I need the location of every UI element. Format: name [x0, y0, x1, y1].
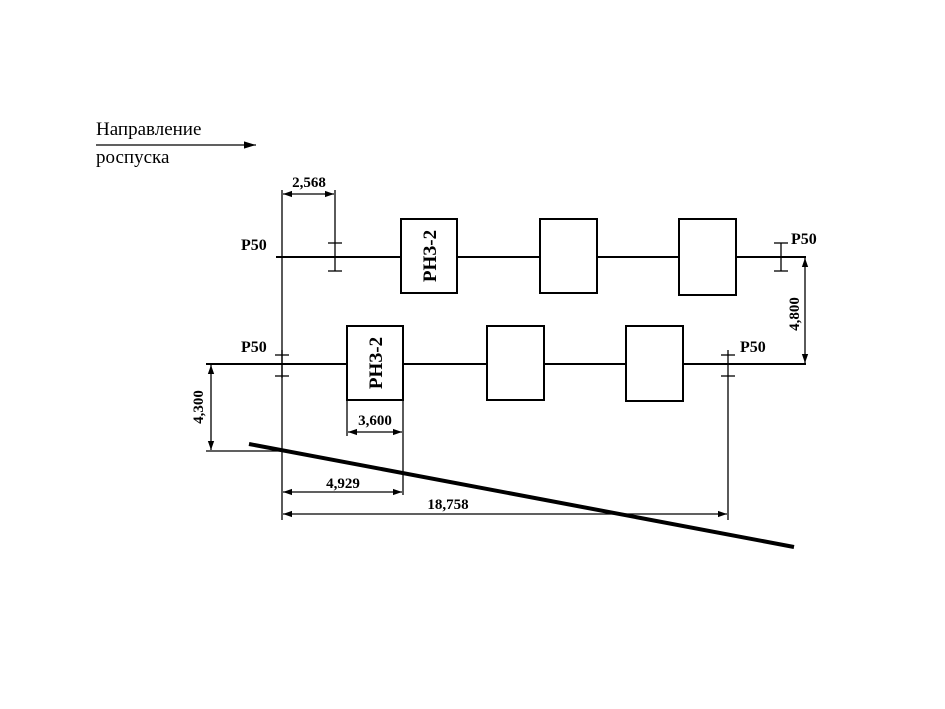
dim-4800-label: 4,800 [787, 297, 803, 331]
direction-label-line2: роспуска [96, 147, 170, 168]
retarder-bottom-2 [486, 325, 545, 401]
dim-18758-label: 18,758 [427, 497, 468, 513]
rail-label-top-left: Р50 [241, 237, 267, 254]
retarder-bottom-label: РНЗ-2 [366, 337, 387, 389]
rail-label-bottom-left: Р50 [241, 339, 267, 356]
retarder-top-1 [400, 218, 458, 294]
retarder-top-label: РНЗ-2 [420, 230, 441, 282]
dim-2568-label: 2,568 [292, 175, 326, 191]
rail-joint-bottom-right [721, 350, 735, 378]
diagonal-line [248, 442, 795, 549]
retarder-top-2 [539, 218, 598, 294]
direction-label-line1: Направление [96, 119, 201, 140]
rail-joint-bottom-left [275, 350, 289, 378]
retarder-top-3 [678, 218, 737, 296]
rail-label-top-right: Р50 [791, 231, 817, 248]
dim-4300-label: 4,300 [191, 390, 207, 424]
dim-4929-label: 4,929 [326, 476, 360, 492]
retarder-bottom-1 [346, 325, 404, 401]
dim-3600-label: 3,600 [358, 413, 392, 429]
rail-label-bottom-right: Р50 [740, 339, 766, 356]
rail-joint-top-right [774, 242, 788, 272]
retarder-bottom-3 [625, 325, 684, 402]
